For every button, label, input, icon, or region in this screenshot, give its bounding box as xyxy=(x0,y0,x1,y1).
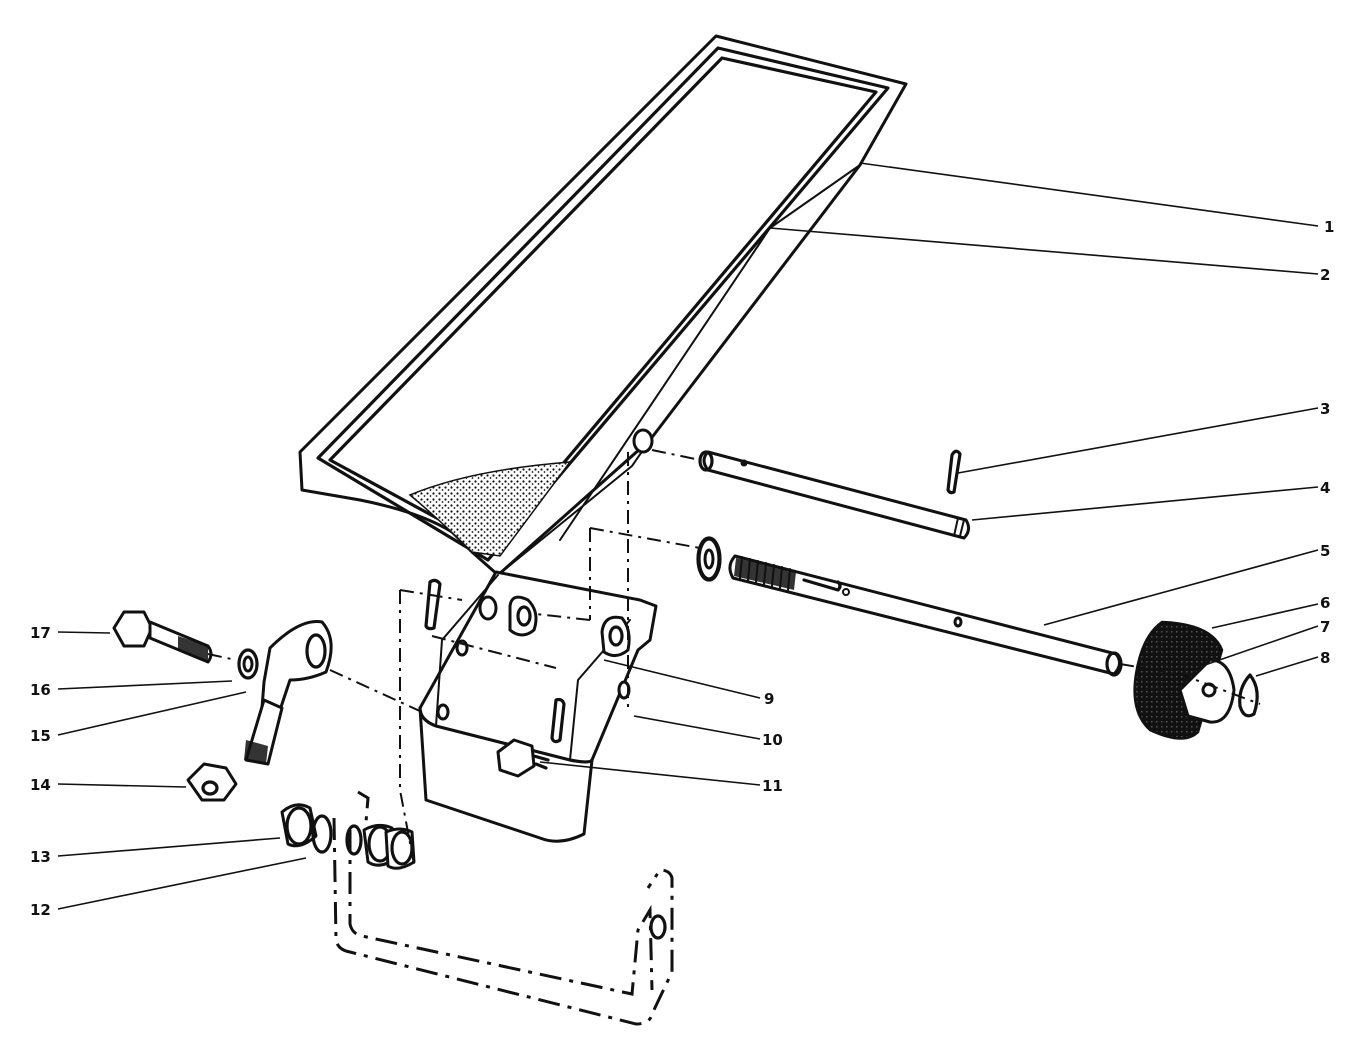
callout-1: 1 xyxy=(1324,218,1334,236)
callout-7: 7 xyxy=(1320,618,1330,636)
nuts-and-washers xyxy=(280,803,416,870)
callout-15: 15 xyxy=(30,727,51,745)
threaded-shaft xyxy=(697,537,1123,677)
callout-8: 8 xyxy=(1320,649,1330,667)
cotter-pins-bracket xyxy=(424,578,566,744)
leader-lines xyxy=(57,162,1319,910)
callout-10: 10 xyxy=(762,731,783,749)
callout-14: 14 xyxy=(30,776,51,794)
cotter-pin-upper xyxy=(946,449,962,495)
roller-assembly xyxy=(1133,620,1259,740)
washer-shaft xyxy=(696,536,722,582)
callout-9: 9 xyxy=(764,690,774,708)
bolt-and-washer xyxy=(112,610,259,680)
callout-17: 17 xyxy=(30,624,51,642)
phantom-bracket xyxy=(332,790,674,1026)
callout-2: 2 xyxy=(1320,266,1330,284)
nut-bracket xyxy=(496,738,550,778)
bushings xyxy=(508,595,631,657)
callout-4: 4 xyxy=(1320,479,1330,497)
callout-16: 16 xyxy=(30,681,51,699)
callout-12: 12 xyxy=(30,901,51,919)
callout-3: 3 xyxy=(1320,400,1330,418)
lower-bracket xyxy=(418,570,658,843)
callout-11: 11 xyxy=(762,777,783,795)
callout-labels: 1 2 3 4 5 6 7 8 9 10 11 12 13 14 15 16 1… xyxy=(30,218,1334,919)
rod-end xyxy=(186,620,333,802)
pivot-pin xyxy=(698,450,971,540)
callout-13: 13 xyxy=(30,848,51,866)
callout-6: 6 xyxy=(1320,594,1330,612)
center-lines xyxy=(207,449,1261,865)
callout-5: 5 xyxy=(1320,542,1330,560)
